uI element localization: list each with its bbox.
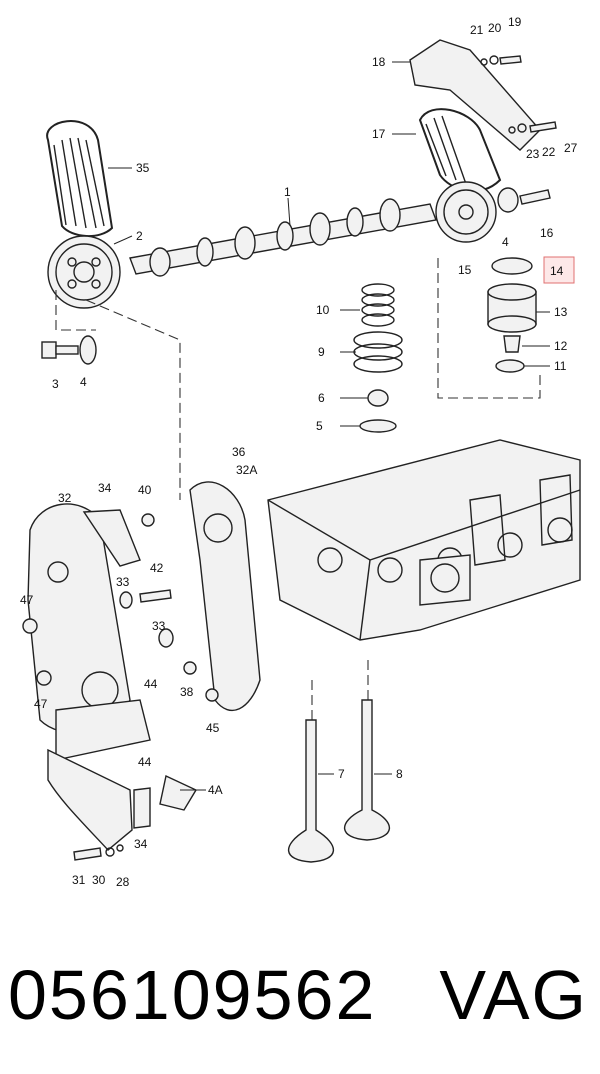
callout-14: 14 bbox=[550, 264, 564, 278]
callout-44a: 44 bbox=[144, 677, 158, 691]
callout-4b: 4 bbox=[502, 235, 509, 249]
callout-17: 17 bbox=[372, 127, 386, 141]
callout-21: 21 bbox=[470, 23, 484, 37]
fasteners-top-right bbox=[480, 55, 557, 134]
small-bolts bbox=[22, 513, 219, 861]
callout-32: 32 bbox=[58, 491, 72, 505]
callout-4A: 4A bbox=[208, 783, 223, 797]
callout-34a: 34 bbox=[98, 481, 112, 495]
intermediate-sprocket bbox=[435, 181, 551, 243]
callout-leaders bbox=[108, 61, 550, 791]
callout-1: 1 bbox=[284, 185, 291, 199]
callout-33b: 33 bbox=[152, 619, 166, 633]
callout-30: 30 bbox=[92, 873, 106, 887]
callout-32A: 32A bbox=[236, 463, 257, 477]
highlight-box-14 bbox=[543, 256, 575, 284]
callout-20: 20 bbox=[488, 21, 502, 35]
callout-34b: 34 bbox=[134, 837, 148, 851]
callout-47a: 47 bbox=[20, 593, 34, 607]
callout-38: 38 bbox=[180, 685, 194, 699]
camshaft bbox=[129, 198, 437, 277]
timing-belt-left bbox=[46, 120, 114, 237]
callout-3: 3 bbox=[52, 377, 59, 391]
valve-springs bbox=[353, 283, 403, 433]
callout-7: 7 bbox=[338, 767, 345, 781]
callout-28: 28 bbox=[116, 875, 130, 889]
camshaft-sprocket bbox=[47, 235, 121, 309]
callout-33a: 33 bbox=[116, 575, 130, 589]
engine-parts-diagram: 1 2 3 4 5 6 7 8 9 10 11 12 13 14 15 16 1… bbox=[20, 15, 581, 889]
callout-47b: 47 bbox=[34, 697, 48, 711]
callout-16: 16 bbox=[540, 226, 554, 240]
callout-11: 11 bbox=[554, 359, 567, 373]
callout-40: 40 bbox=[138, 483, 152, 497]
callout-6: 6 bbox=[318, 391, 325, 405]
callout-44b: 44 bbox=[138, 755, 152, 769]
callout-13: 13 bbox=[554, 305, 568, 319]
callout-27: 27 bbox=[564, 141, 578, 155]
sprocket-bolt bbox=[41, 335, 97, 365]
callout-12: 12 bbox=[554, 339, 568, 353]
callout-18: 18 bbox=[372, 55, 386, 69]
callout-4: 4 bbox=[80, 375, 87, 389]
belt-covers bbox=[27, 481, 261, 851]
callout-35: 35 bbox=[136, 161, 150, 175]
callout-labels: 1 2 3 4 5 6 7 8 9 10 11 12 13 14 15 16 1… bbox=[20, 15, 578, 889]
callout-36: 36 bbox=[232, 445, 246, 459]
callout-31: 31 bbox=[72, 873, 86, 887]
brand-name: VAG bbox=[439, 956, 588, 1034]
part-number: 056109562 bbox=[8, 956, 377, 1034]
callout-42: 42 bbox=[150, 561, 164, 575]
tappet-assembly bbox=[487, 257, 537, 373]
timing-belt-right bbox=[409, 39, 541, 193]
callout-23: 23 bbox=[526, 147, 540, 161]
callout-2: 2 bbox=[136, 229, 143, 243]
callout-5: 5 bbox=[316, 419, 323, 433]
callout-22: 22 bbox=[542, 145, 556, 159]
callout-19: 19 bbox=[508, 15, 522, 29]
callout-15: 15 bbox=[458, 263, 472, 277]
callout-45: 45 bbox=[206, 721, 220, 735]
footer: 056109562 VAG bbox=[0, 940, 600, 1050]
callout-9: 9 bbox=[318, 345, 325, 359]
callout-8: 8 bbox=[396, 767, 403, 781]
callout-10: 10 bbox=[316, 303, 330, 317]
cylinder-head bbox=[267, 439, 581, 641]
valves bbox=[287, 699, 391, 863]
